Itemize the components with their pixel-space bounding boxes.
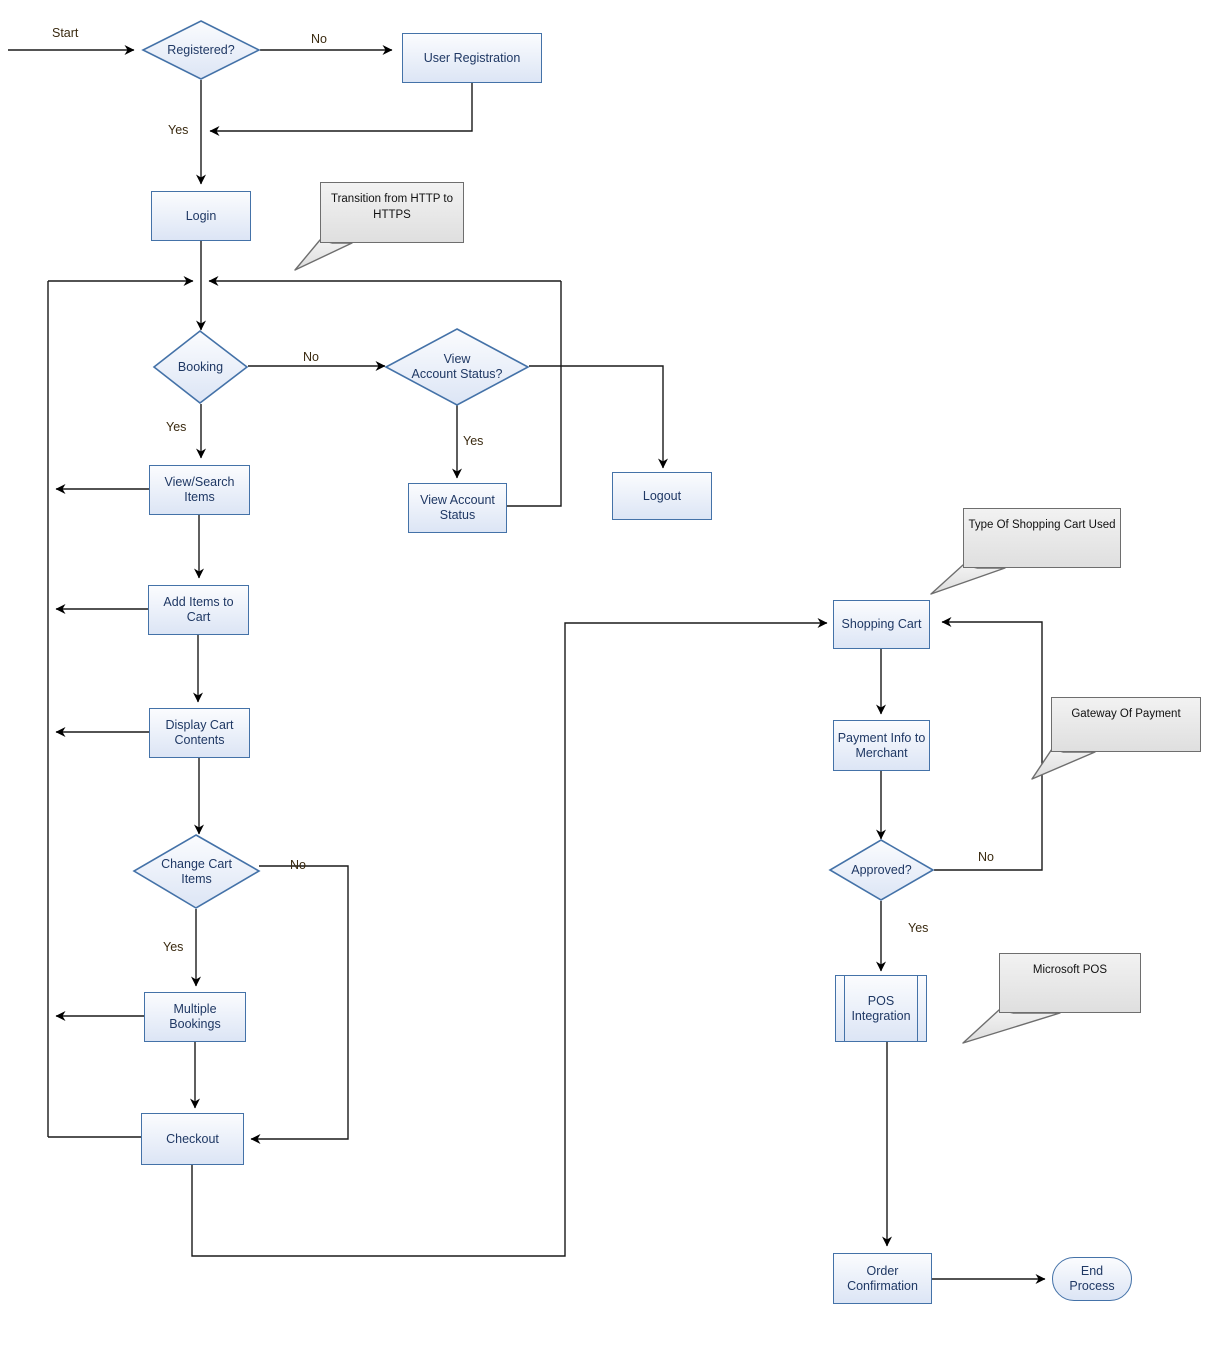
- node-order-confirmation[interactable]: Order Confirmation: [833, 1253, 932, 1304]
- node-view-account-status-box-line2: Status: [439, 508, 476, 522]
- node-user-registration-label: User Registration: [423, 50, 521, 65]
- node-booking-decision[interactable]: Booking: [152, 329, 249, 405]
- node-view-account-status-box-line1: View Account: [420, 493, 495, 507]
- node-registered-decision[interactable]: Registered?: [141, 20, 261, 80]
- edge-label-approved-no: No: [978, 850, 994, 864]
- callout-https-line2: HTTPS: [373, 209, 411, 221]
- node-view-account-status-decision[interactable]: View Account Status?: [384, 328, 530, 406]
- node-payment-info-line1: Payment Info to: [837, 730, 926, 745]
- callout-https-transition-box: Transition from HTTP to HTTPS: [320, 182, 464, 243]
- callout-shopping-cart-type-box: Type Of Shopping Cart Used: [963, 508, 1121, 568]
- edge-user-registration-to-yes-join: [209, 83, 473, 136]
- node-logout-label: Logout: [642, 488, 682, 503]
- edge-label-change-cart-yes: Yes: [163, 940, 184, 954]
- node-checkout-label: Checkout: [166, 1131, 219, 1146]
- node-end-process[interactable]: End Process: [1052, 1257, 1132, 1301]
- node-shopping-cart[interactable]: Shopping Cart: [833, 600, 930, 649]
- node-add-items-to-cart-line2: Cart: [186, 610, 211, 624]
- edge-approved-no-to-shopping-cart: [934, 617, 1043, 871]
- callout-gateway-of-payment-box: Gateway Of Payment: [1051, 697, 1201, 752]
- callout-microsoft-pos: Microsoft POS: [955, 953, 1155, 1048]
- node-login-label: Login: [185, 208, 217, 223]
- edge-label-approved-yes: Yes: [908, 921, 929, 935]
- callout-https-line1: Transition from HTTP to: [330, 193, 454, 205]
- node-shopping-cart-label: Shopping Cart: [841, 617, 922, 631]
- node-multiple-bookings-line1: Multiple: [173, 1002, 217, 1016]
- node-display-cart-contents-line2: Contents: [174, 733, 225, 747]
- callout-shopping-cart-type-text: Type Of Shopping Cart Used: [968, 519, 1116, 531]
- node-multiple-bookings[interactable]: Multiple Bookings: [144, 992, 246, 1042]
- node-multiple-bookings-line2: Bookings: [169, 1017, 221, 1031]
- callout-gateway-of-payment-text: Gateway Of Payment: [1071, 708, 1181, 720]
- node-approved-decision[interactable]: Approved?: [828, 839, 935, 901]
- node-view-search-items-line1: View/Search: [164, 475, 235, 489]
- callout-microsoft-pos-box: Microsoft POS: [999, 953, 1141, 1013]
- edge-label-registered-no: No: [311, 32, 327, 46]
- edge-label-registered-yes: Yes: [168, 123, 189, 137]
- node-change-cart-items-decision[interactable]: Change Cart Items: [132, 834, 261, 909]
- edge-label-booking-no: No: [303, 350, 319, 364]
- node-pos-integration-line2: Integration: [851, 1008, 911, 1023]
- edge-label-view-account-yes: Yes: [463, 434, 484, 448]
- node-view-search-items[interactable]: View/Search Items: [149, 465, 250, 515]
- callout-shopping-cart-type: Type Of Shopping Cart Used: [925, 508, 1165, 600]
- node-view-account-status[interactable]: View Account Status: [408, 483, 507, 533]
- node-end-process-line1: End: [1080, 1264, 1104, 1278]
- edge-checkout-to-shopping-cart: [191, 618, 828, 1257]
- callout-gateway-of-payment: Gateway Of Payment: [1025, 697, 1205, 787]
- node-display-cart-contents-line1: Display Cart: [165, 718, 234, 732]
- edge-label-start: Start: [52, 26, 79, 40]
- node-login[interactable]: Login: [151, 191, 251, 241]
- node-payment-info-line2: Merchant: [855, 745, 908, 760]
- node-order-confirmation-line1: Order: [866, 1263, 899, 1278]
- node-add-items-to-cart[interactable]: Add Items to Cart: [148, 585, 249, 635]
- node-pos-integration[interactable]: POS Integration: [835, 975, 927, 1042]
- node-pos-integration-line1: POS: [867, 993, 895, 1008]
- callout-microsoft-pos-text: Microsoft POS: [1032, 964, 1108, 976]
- node-logout[interactable]: Logout: [612, 472, 712, 520]
- callout-https-transition: Transition from HTTP to HTTPS: [290, 182, 475, 272]
- edge-label-change-cart-no: No: [290, 858, 306, 872]
- node-add-items-to-cart-line1: Add Items to: [163, 595, 234, 609]
- node-order-confirmation-line2: Confirmation: [847, 1278, 918, 1293]
- edge-view-account-no-to-logout: [529, 365, 668, 469]
- node-display-cart-contents[interactable]: Display Cart Contents: [149, 708, 250, 758]
- node-payment-info-to-merchant[interactable]: Payment Info to Merchant: [833, 720, 930, 771]
- node-checkout[interactable]: Checkout: [141, 1113, 244, 1165]
- node-end-process-line2: Process: [1069, 1279, 1115, 1293]
- edge-label-booking-yes: Yes: [166, 420, 187, 434]
- edge-change-cart-no-to-checkout: [250, 865, 349, 1144]
- edge-view-account-status-to-rail: [507, 281, 562, 507]
- node-user-registration[interactable]: User Registration: [402, 33, 542, 83]
- node-view-search-items-line2: Items: [184, 490, 215, 504]
